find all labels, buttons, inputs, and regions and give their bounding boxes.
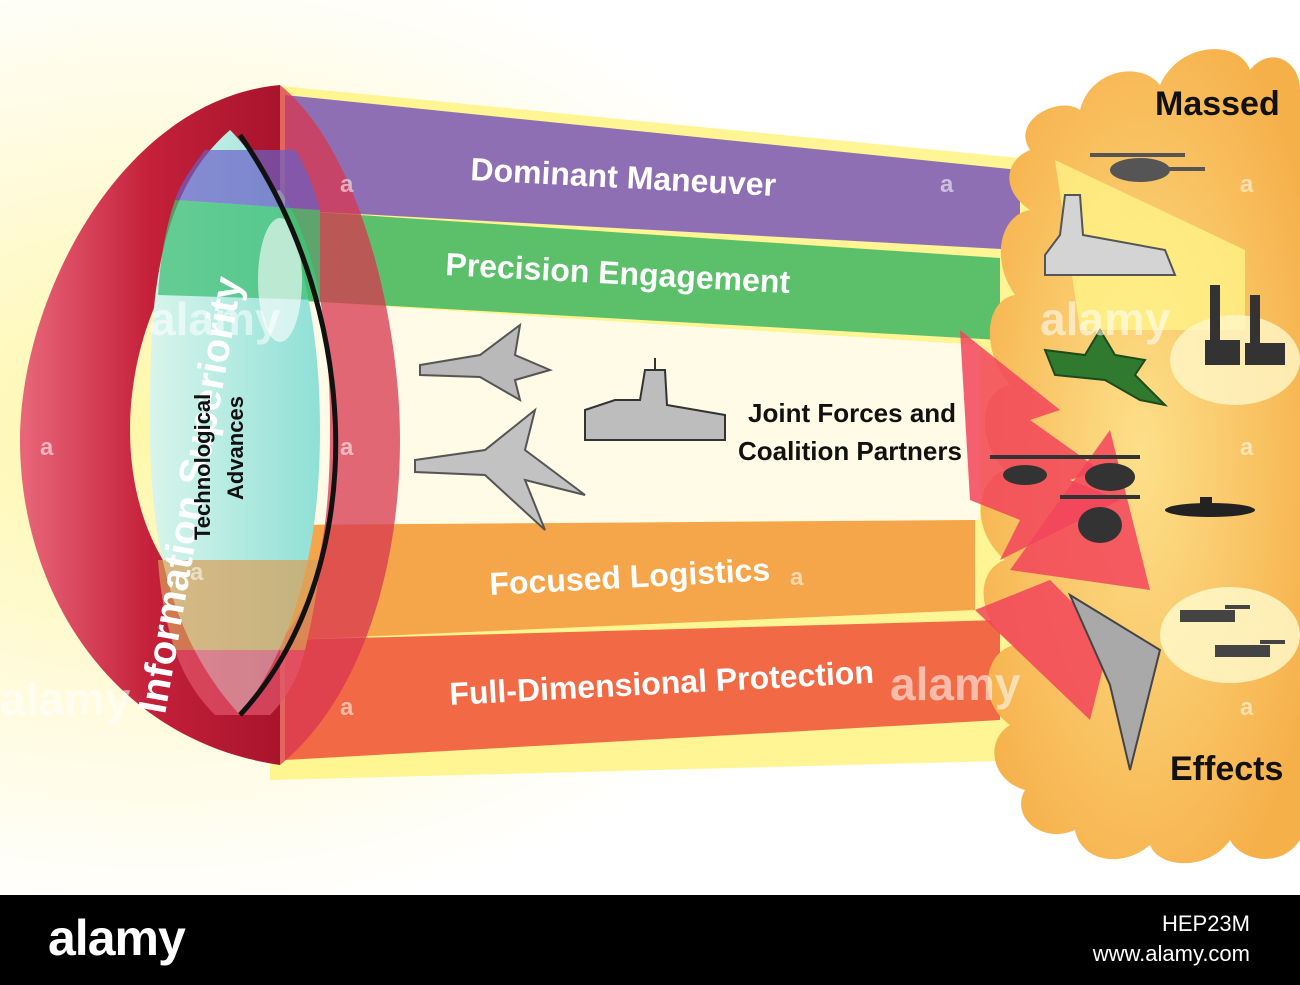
fighter-jet-icon xyxy=(419,322,553,403)
watermark-mark: a xyxy=(940,171,954,198)
watermark-mark: a xyxy=(340,434,354,461)
band-full-dimensional-protection xyxy=(285,620,1000,760)
submarine-icon xyxy=(1165,497,1255,517)
watermark-logo: alamy xyxy=(150,293,281,345)
watermark-mark: a xyxy=(790,564,804,591)
center-label-line1: Joint Forces and xyxy=(748,398,956,428)
band-dominant-maneuver xyxy=(285,95,1020,250)
watermark-logo: alamy xyxy=(0,673,131,725)
lens-highlight xyxy=(258,218,302,342)
footer-image-id: HEP23M xyxy=(1161,911,1250,936)
watermark-mark: a xyxy=(1240,434,1254,461)
cloud-light-spot-bottom xyxy=(1160,587,1300,683)
watermark-mark: a xyxy=(340,171,354,198)
footer-url: www.alamy.com xyxy=(1092,941,1250,966)
cloud-light-yellow xyxy=(1055,160,1245,330)
information-superiority-ring xyxy=(20,85,280,765)
core-label-line2: Advances xyxy=(223,396,248,500)
core-label-line1: Technological xyxy=(190,394,215,540)
helicopter-icon xyxy=(990,455,1080,485)
band-focused-logistics xyxy=(285,520,975,640)
watermark-logo: alamy xyxy=(1040,293,1171,345)
watermark-logo: alamy xyxy=(890,658,1021,710)
fighter-jet-icon xyxy=(414,407,586,531)
watermark-mark: a xyxy=(340,694,354,721)
helicopter-icon xyxy=(1060,495,1140,543)
core-band-purple xyxy=(175,150,320,210)
core-band-red xyxy=(175,650,305,715)
aircraft-carrier-icon xyxy=(1044,194,1177,276)
tank-icon xyxy=(1215,640,1285,657)
lens-arc-line xyxy=(237,133,339,717)
core-band-orange xyxy=(158,560,320,650)
cloud-bottom-label: Effects xyxy=(1170,750,1283,788)
joint-vision-diagram: Information Superiority Technological Ad… xyxy=(0,0,1300,895)
watermark-mark: a xyxy=(190,559,204,586)
watermark-mark: a xyxy=(40,434,54,461)
missile-launcher-icon xyxy=(1205,285,1285,365)
footer-logo: alamy xyxy=(48,910,186,966)
tank-icon xyxy=(1180,605,1250,622)
diagram-canvas: Information Superiority Technological Ad… xyxy=(0,0,1300,895)
helicopter-icon xyxy=(1070,455,1140,491)
watermark-mark: a xyxy=(1240,694,1254,721)
center-label-line2: Coalition Partners xyxy=(738,436,962,466)
cloud-top-label: Massed xyxy=(1155,85,1280,123)
stealth-bomber-icon xyxy=(1067,592,1162,771)
helicopter-icon xyxy=(1090,153,1205,182)
stock-footer-bar: alamy HEP23M www.alamy.com xyxy=(0,895,1300,985)
band-precision-engagement xyxy=(285,210,1000,340)
aircraft-carrier-icon xyxy=(584,358,726,441)
a10-aircraft-icon xyxy=(1043,328,1169,407)
arrow-lower xyxy=(975,580,1110,720)
watermark-mark: a xyxy=(1240,171,1254,198)
